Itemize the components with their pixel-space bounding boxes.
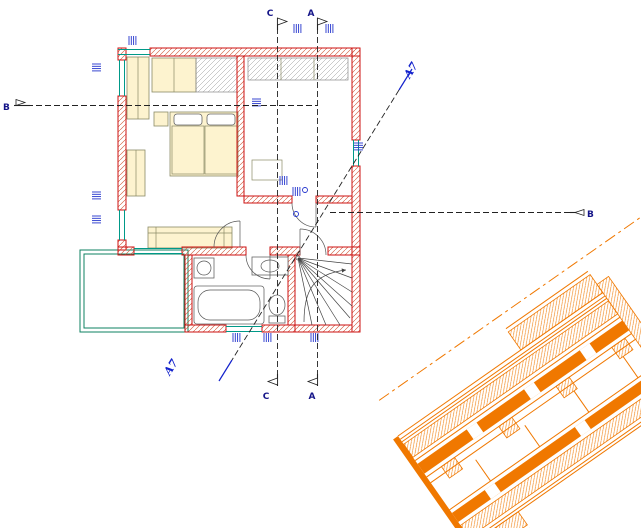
label-section-c-bottom: C — [263, 392, 270, 402]
table — [251, 159, 283, 181]
hall-door-swing — [291, 202, 317, 228]
sofa — [147, 226, 233, 249]
bathroom-door-swing — [245, 254, 271, 280]
stair-walk-line — [303, 268, 347, 323]
walls — [117, 47, 361, 333]
a7-marker-line-lower — [218, 359, 233, 382]
bedroom-door-swing — [213, 220, 241, 248]
bathroom-fixtures — [193, 256, 289, 325]
pillow — [173, 113, 203, 126]
toilet-bowl — [268, 294, 286, 316]
section-flag-c-bottom — [266, 377, 278, 386]
section-flag-a-top — [317, 17, 329, 26]
symbol-mark — [293, 211, 299, 217]
nightstand — [153, 111, 169, 127]
detail-drawing — [378, 213, 641, 528]
label-section-a-top: A — [308, 9, 315, 19]
detail-axis-line — [378, 213, 641, 401]
label-section-c-top: C — [267, 9, 274, 19]
a7-marker-line-upper — [398, 68, 413, 91]
section-labels: C A C A B B A7 A7 — [3, 9, 594, 402]
section-flag-c-top — [277, 17, 289, 26]
toilet-tank — [268, 315, 286, 324]
label-section-a-bottom: A — [309, 392, 316, 402]
stair-door-swing — [299, 228, 327, 256]
windows — [118, 49, 359, 332]
section-flag-b-left — [15, 98, 27, 107]
section-flag-a-bottom — [306, 377, 318, 386]
staircase — [295, 255, 353, 326]
symbol-mark — [302, 187, 308, 193]
section-line-a7 — [231, 89, 400, 361]
doors — [213, 202, 327, 280]
pillow — [206, 113, 236, 126]
right-room-furniture — [247, 57, 349, 181]
dimension-ticks — [91, 23, 364, 343]
section-lines — [14, 17, 585, 386]
bathtub — [193, 285, 265, 325]
label-section-b-left: B — [3, 103, 10, 113]
wardrobe-hatched — [195, 57, 238, 93]
label-section-b-right: B — [587, 210, 594, 220]
wardrobe-long — [247, 57, 349, 81]
section-flag-b-right — [573, 208, 585, 217]
